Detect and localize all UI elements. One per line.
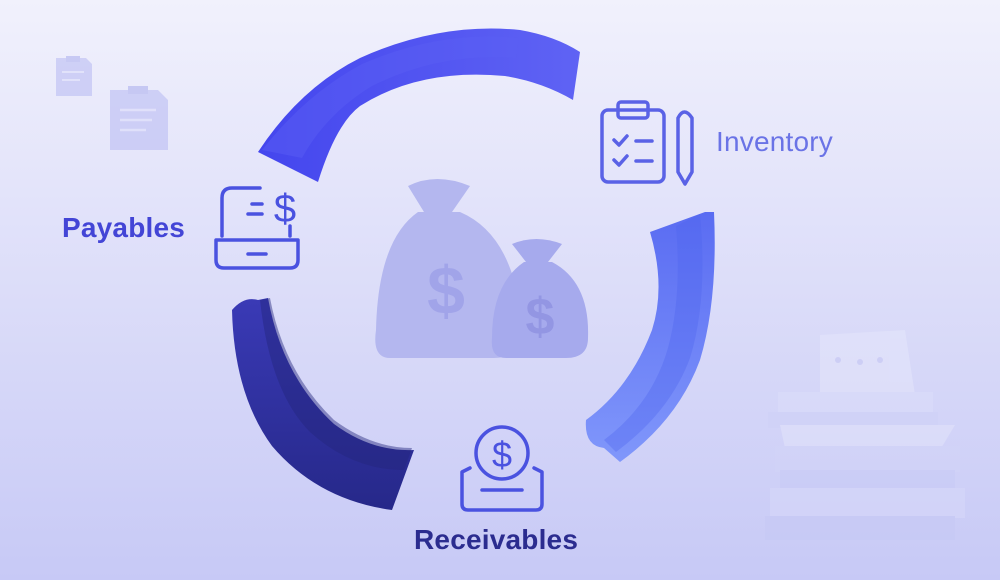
documents-icon bbox=[56, 56, 168, 150]
coin-deposit-icon bbox=[460, 425, 544, 512]
clipboard-checklist-icon bbox=[600, 100, 694, 186]
small-bag-dollar: $ bbox=[526, 288, 555, 346]
payables-label: Payables bbox=[62, 212, 186, 243]
receivables-label: Receivables bbox=[414, 524, 579, 555]
cycle-arc-bottom bbox=[232, 298, 414, 510]
laptop-dollar-icon bbox=[214, 186, 300, 270]
money-bags-icon: $ $ bbox=[375, 179, 589, 358]
cycle-arc-top bbox=[258, 28, 580, 182]
paper-stack-icon bbox=[765, 330, 965, 540]
payables-dollar-sign: $ bbox=[274, 187, 296, 231]
receivables-dollar-sign: $ bbox=[492, 434, 512, 475]
inventory-label: Inventory bbox=[716, 126, 833, 157]
big-bag-dollar: $ bbox=[427, 253, 465, 329]
cycle-arc-right bbox=[585, 212, 715, 462]
